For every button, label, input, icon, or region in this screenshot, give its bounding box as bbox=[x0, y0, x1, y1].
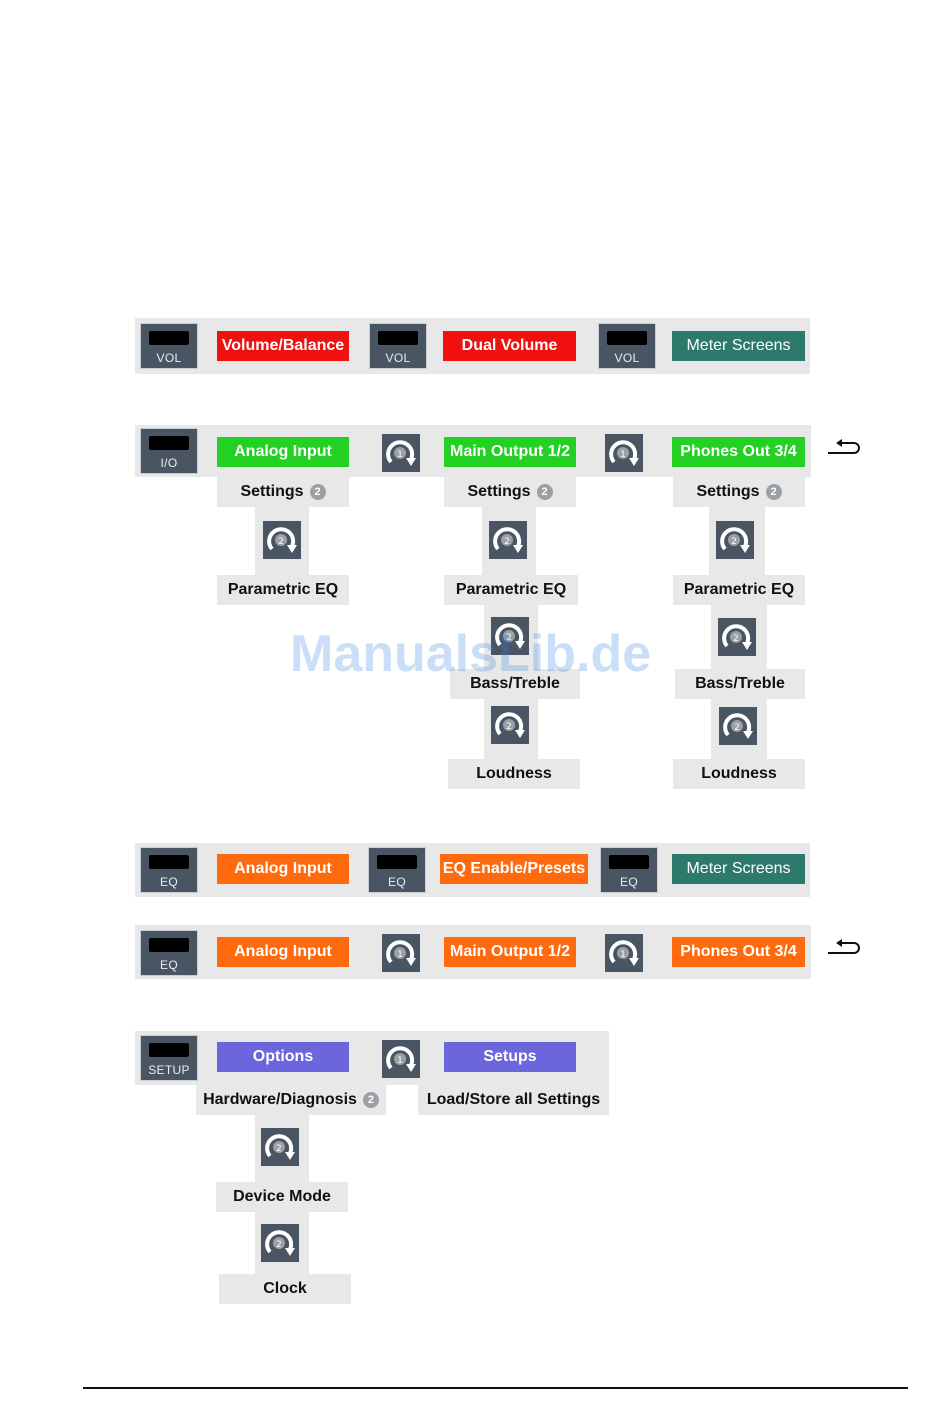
encoder-number: 2 bbox=[731, 537, 737, 547]
key-display bbox=[609, 855, 649, 869]
encoder-1-icon[interactable]: 1 bbox=[382, 1040, 420, 1078]
settings-submenu: Settings 2 bbox=[217, 477, 349, 507]
encoder-number: 2 bbox=[276, 1144, 282, 1154]
encoder-number: 2 bbox=[506, 633, 512, 643]
parametric-eq-submenu: Parametric EQ bbox=[673, 575, 805, 605]
encoder-2-badge: 2 bbox=[765, 484, 782, 500]
eq-key-label: EQ bbox=[160, 875, 178, 889]
footer-rule bbox=[83, 1387, 908, 1389]
settings-submenu: Settings 2 bbox=[673, 477, 805, 507]
clock-submenu: Clock bbox=[219, 1274, 351, 1304]
vol-key-label: VOL bbox=[614, 351, 640, 365]
key-display bbox=[378, 331, 418, 345]
volume-balance-screen: Volume/Balance bbox=[217, 331, 349, 361]
eq-key[interactable]: EQ bbox=[600, 847, 658, 893]
key-display bbox=[377, 855, 417, 869]
encoder-number: 1 bbox=[397, 1056, 403, 1066]
encoder-2-icon: 2 bbox=[263, 521, 301, 559]
encoder-number: 1 bbox=[397, 950, 403, 960]
bass-treble-submenu: Bass/Treble bbox=[450, 669, 580, 699]
settings-submenu: Settings 2 bbox=[444, 477, 576, 507]
key-display bbox=[149, 938, 189, 952]
io-key-label: I/O bbox=[160, 456, 178, 470]
encoder-2-icon: 2 bbox=[261, 1128, 299, 1166]
loudness-submenu: Loudness bbox=[673, 759, 805, 789]
load-store-submenu: Load/Store all Settings bbox=[418, 1085, 609, 1115]
encoder-2-icon: 2 bbox=[491, 617, 529, 655]
encoder-2-icon: 2 bbox=[716, 521, 754, 559]
key-display bbox=[149, 855, 189, 869]
key-display bbox=[149, 436, 189, 450]
encoder-1-icon[interactable]: 1 bbox=[382, 434, 420, 472]
encoder-2-icon: 2 bbox=[261, 1224, 299, 1262]
meter-screens-screen: Meter Screens bbox=[672, 854, 805, 884]
encoder-2-icon: 2 bbox=[491, 706, 529, 744]
bass-treble-submenu: Bass/Treble bbox=[675, 669, 805, 699]
encoder-number: 1 bbox=[620, 950, 626, 960]
hardware-diagnosis-submenu: Hardware/Diagnosis 2 bbox=[196, 1085, 386, 1115]
return-arrow-icon bbox=[826, 936, 860, 963]
encoder-2-icon: 2 bbox=[719, 707, 757, 745]
encoder-1-icon[interactable]: 1 bbox=[605, 434, 643, 472]
vol-key[interactable]: VOL bbox=[598, 323, 656, 369]
encoder-number: 1 bbox=[397, 450, 403, 460]
settings-label: Settings bbox=[467, 483, 531, 500]
dual-volume-screen: Dual Volume bbox=[443, 331, 576, 361]
device-mode-submenu: Device Mode bbox=[216, 1182, 348, 1212]
loudness-submenu: Loudness bbox=[448, 759, 580, 789]
eq-key[interactable]: EQ bbox=[368, 847, 426, 893]
parametric-eq-submenu: Parametric EQ bbox=[217, 575, 349, 605]
key-display bbox=[607, 331, 647, 345]
eq-key-label: EQ bbox=[160, 958, 178, 972]
settings-label: Settings bbox=[696, 483, 760, 500]
analog-input-eq-screen: Analog Input bbox=[217, 937, 349, 967]
encoder-number: 2 bbox=[733, 634, 739, 644]
options-screen: Options bbox=[217, 1042, 349, 1072]
io-key[interactable]: I/O bbox=[140, 428, 198, 474]
parametric-eq-submenu: Parametric EQ bbox=[444, 575, 578, 605]
vol-key[interactable]: VOL bbox=[369, 323, 427, 369]
vol-key-label: VOL bbox=[385, 351, 411, 365]
phones-out-eq-screen: Phones Out 3/4 bbox=[672, 937, 805, 967]
eq-key[interactable]: EQ bbox=[140, 847, 198, 893]
eq-enable-presets-screen: EQ Enable/Presets bbox=[440, 854, 588, 884]
key-display bbox=[149, 331, 189, 345]
analog-input-screen: Analog Input bbox=[217, 437, 349, 467]
encoder-number: 2 bbox=[506, 722, 512, 732]
encoder-2-badge: 2 bbox=[536, 484, 553, 500]
encoder-2-badge: 2 bbox=[309, 484, 326, 500]
vol-key[interactable]: VOL bbox=[140, 323, 198, 369]
encoder-2-badge: 2 bbox=[362, 1092, 379, 1108]
setup-key[interactable]: SETUP bbox=[140, 1035, 198, 1081]
encoder-number: 2 bbox=[278, 537, 284, 547]
watermark: ManualsLib.de bbox=[290, 625, 652, 683]
encoder-number: 1 bbox=[620, 450, 626, 460]
main-output-eq-screen: Main Output 1/2 bbox=[444, 937, 576, 967]
analog-input-eq-screen: Analog Input bbox=[217, 854, 349, 884]
main-output-screen: Main Output 1/2 bbox=[444, 437, 576, 467]
settings-label: Settings bbox=[240, 483, 304, 500]
encoder-1-icon[interactable]: 1 bbox=[605, 934, 643, 972]
encoder-1-icon[interactable]: 1 bbox=[382, 934, 420, 972]
encoder-number: 2 bbox=[504, 537, 510, 547]
eq-key-label: EQ bbox=[620, 875, 638, 889]
key-display bbox=[149, 1043, 189, 1057]
setups-screen: Setups bbox=[444, 1042, 576, 1072]
eq-key[interactable]: EQ bbox=[140, 930, 198, 976]
eq-key-label: EQ bbox=[388, 875, 406, 889]
encoder-2-icon: 2 bbox=[718, 618, 756, 656]
setup-key-label: SETUP bbox=[148, 1063, 190, 1077]
encoder-2-icon: 2 bbox=[489, 521, 527, 559]
vol-key-label: VOL bbox=[156, 351, 182, 365]
encoder-number: 2 bbox=[734, 723, 740, 733]
return-arrow-icon bbox=[826, 436, 860, 463]
encoder-number: 2 bbox=[276, 1240, 282, 1250]
phones-out-screen: Phones Out 3/4 bbox=[672, 437, 805, 467]
hardware-diagnosis-label: Hardware/Diagnosis bbox=[203, 1091, 357, 1108]
meter-screens-screen: Meter Screens bbox=[672, 331, 805, 361]
